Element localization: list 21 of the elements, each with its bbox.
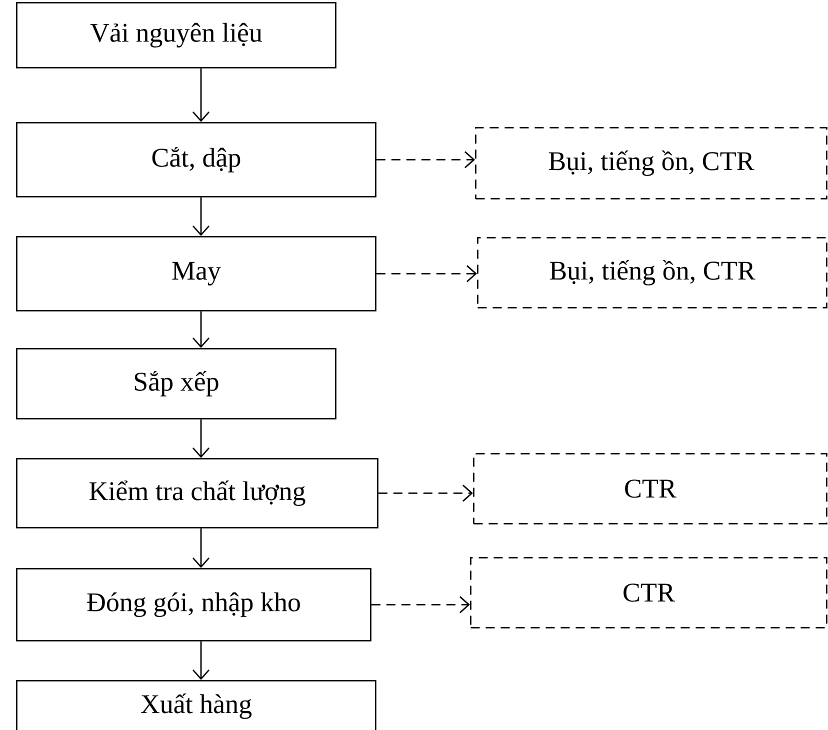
arrow <box>192 419 210 458</box>
process-box: Sắp xếp <box>16 348 336 420</box>
arrow <box>376 265 477 282</box>
output-box: CTR <box>473 452 828 524</box>
process-box: Cắt, dập <box>16 122 376 198</box>
process-box: Kiểm tra chất lượng <box>16 458 378 528</box>
arrow <box>378 484 473 502</box>
process-box: Vải nguyên liệu <box>16 2 336 68</box>
process-box: Đóng gói, nhập kho <box>16 568 372 642</box>
output-box: Bụi, tiếng ồn, CTR <box>477 237 828 308</box>
arrow <box>192 197 210 236</box>
arrow <box>192 641 210 680</box>
arrow <box>371 596 470 614</box>
process-box: Xuất hàng <box>16 680 376 730</box>
output-box: CTR <box>470 556 828 628</box>
arrow <box>192 68 210 122</box>
arrow <box>192 528 210 568</box>
arrow <box>376 151 475 168</box>
arrow <box>192 311 210 348</box>
process-box: May <box>16 236 376 312</box>
output-box: Bụi, tiếng ồn, CTR <box>475 126 828 200</box>
